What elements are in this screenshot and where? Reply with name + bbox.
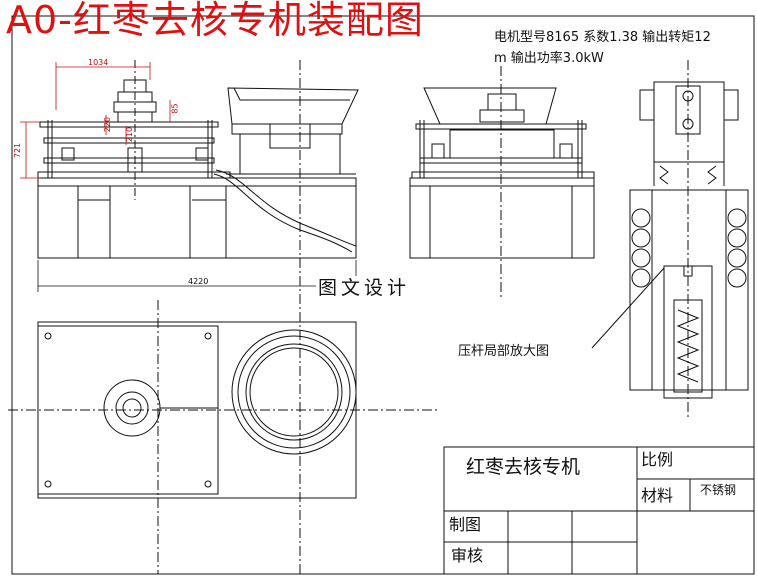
front-view bbox=[37, 60, 359, 259]
drawing-title: A0-红枣去核专机装配图 bbox=[6, 0, 424, 42]
motor-spec-line-2: m 输出功率3.0kW bbox=[494, 51, 604, 66]
dimension-85: 85 bbox=[170, 103, 180, 114]
detail-callout-label: 压杆局部放大图 bbox=[458, 344, 550, 359]
plan-view bbox=[37, 321, 357, 499]
dimension-1034: 1034 bbox=[88, 58, 109, 67]
title-block-name: 红枣去核专机 bbox=[466, 456, 581, 478]
side-view bbox=[409, 66, 595, 300]
title-block-scale-label: 比例 bbox=[641, 450, 674, 469]
title-block-drawn-label: 制图 bbox=[449, 515, 482, 534]
detail-view bbox=[591, 60, 749, 420]
title-block-material-value: 不锈钢 bbox=[700, 483, 737, 497]
drawing-frame bbox=[11, 15, 755, 575]
title-block-checked-label: 审核 bbox=[451, 546, 484, 565]
dimension-4220: 4220 bbox=[188, 277, 209, 286]
motor-spec-line-1: 电机型号8165 系数1.38 输出转矩12 bbox=[494, 30, 711, 45]
dimension-220: 220 bbox=[103, 116, 113, 133]
dimension-210: 210 bbox=[125, 126, 135, 143]
dimension-721: 721 bbox=[13, 142, 23, 159]
title-block-material-label: 材料 bbox=[641, 486, 674, 505]
title-block bbox=[443, 446, 755, 575]
watermark-text: 图文设计 bbox=[316, 276, 413, 300]
